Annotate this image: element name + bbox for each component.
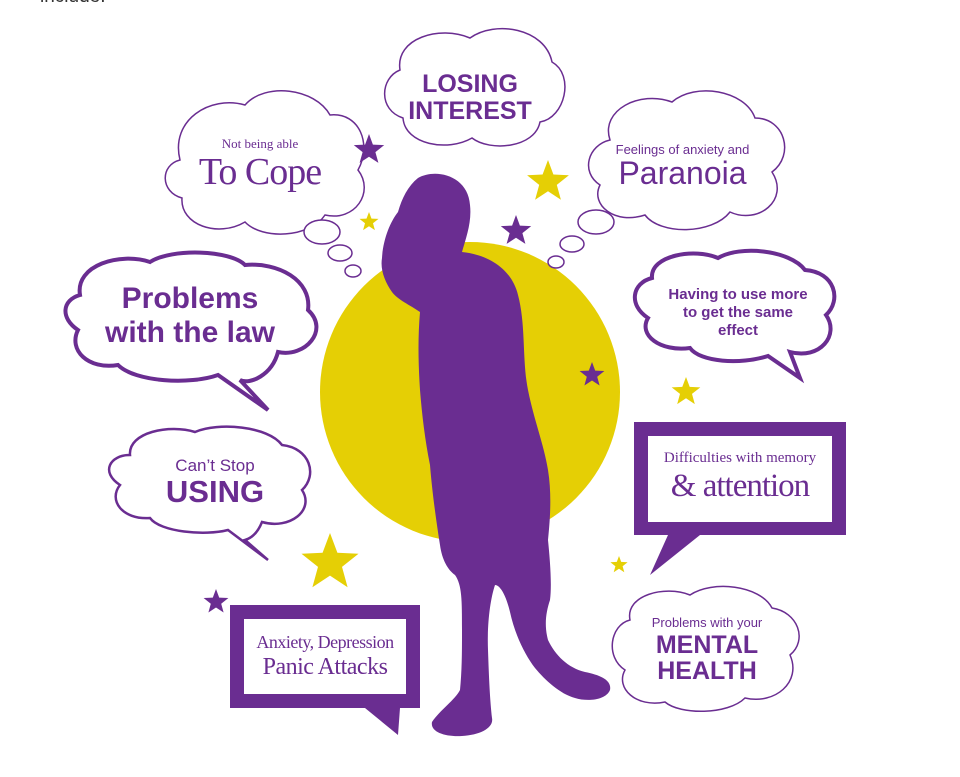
bubble-using-shape bbox=[107, 425, 312, 561]
bubble-to-cope-shape bbox=[164, 90, 365, 278]
star-icon bbox=[359, 212, 379, 231]
paranoia-big: Paranoia bbox=[618, 155, 747, 191]
bubble-anxiety-shape bbox=[230, 605, 420, 735]
mental-line2: HEALTH bbox=[657, 657, 757, 685]
memory-big: & attention bbox=[670, 468, 810, 504]
paranoia-small: Feelings of anxiety and bbox=[615, 142, 750, 157]
bubble-more-shape bbox=[632, 248, 837, 384]
header-fragment: include: bbox=[40, 0, 106, 8]
star-icon bbox=[671, 377, 701, 405]
to-cope-big: To Cope bbox=[198, 151, 322, 193]
bubble-paranoia-shape bbox=[547, 90, 786, 269]
more-line3: effect bbox=[717, 322, 758, 339]
star-icon bbox=[610, 556, 628, 573]
losing-interest-line2: INTEREST bbox=[408, 97, 532, 125]
star-icon bbox=[500, 215, 532, 244]
star-icon bbox=[203, 589, 229, 613]
bubble-law-shape bbox=[63, 250, 319, 412]
bubble-memory-shape bbox=[634, 422, 846, 575]
bubble-losing-interest-shape bbox=[384, 27, 566, 147]
mental-small: Problems with your bbox=[651, 615, 763, 630]
star-icon bbox=[301, 533, 359, 588]
anxiety-line1: Anxiety, Depression bbox=[256, 632, 394, 652]
more-line1: Having to use more bbox=[668, 286, 808, 303]
star-icon bbox=[353, 134, 385, 163]
memory-small: Difficulties with memory bbox=[663, 450, 817, 466]
anxiety-line2: Panic Attacks bbox=[262, 654, 388, 680]
more-line2: to get the same bbox=[682, 304, 794, 321]
losing-interest-line1: LOSING bbox=[422, 70, 518, 98]
mental-line1: MENTAL bbox=[655, 631, 759, 659]
law-line2: with the law bbox=[104, 316, 275, 349]
using-small: Can’t Stop bbox=[175, 456, 255, 475]
using-big: USING bbox=[165, 474, 265, 509]
bubble-mental-shape bbox=[611, 585, 800, 712]
star-icon bbox=[527, 160, 569, 200]
person-silhouette-icon bbox=[381, 173, 611, 737]
to-cope-small: Not being able bbox=[221, 136, 299, 151]
law-line1: Problems bbox=[121, 282, 259, 315]
star-icon bbox=[579, 362, 605, 386]
